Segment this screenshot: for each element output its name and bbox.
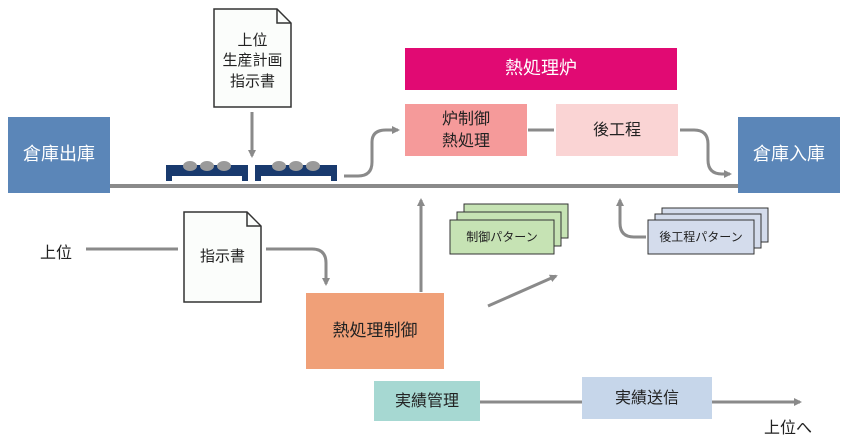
warehouse-out-box: 倉庫出庫 bbox=[8, 117, 110, 193]
post-pattern-label: 後工程パターン bbox=[659, 229, 743, 244]
arrow-control-to-patterns bbox=[487, 274, 558, 308]
post-process-label: 後工程 bbox=[592, 120, 641, 140]
arrow-conveyor-to-furnace bbox=[344, 126, 400, 178]
post-pattern-stack bbox=[647, 207, 769, 255]
doc-upper-plan-line2: 生産計画 bbox=[222, 51, 283, 70]
heat-treat-control-box: 熱処理制御 bbox=[306, 293, 444, 369]
upper-left-label: 上位 bbox=[40, 243, 73, 262]
post-pattern-label-box: 後工程パターン bbox=[648, 220, 754, 254]
results-mgmt-label: 実績管理 bbox=[394, 391, 459, 411]
doc-instruction-text: 指示書 bbox=[184, 246, 261, 266]
warehouse-out-label: 倉庫出庫 bbox=[23, 143, 95, 165]
control-pattern-stack bbox=[449, 203, 569, 255]
arrow-instruction-to-control bbox=[266, 247, 330, 286]
doc-upper-plan-shape bbox=[213, 8, 292, 108]
furnace-control-box: 炉制御 熱処理 bbox=[405, 104, 527, 156]
results-send-box: 実績送信 bbox=[582, 377, 712, 419]
furnace-title-label: 熱処理炉 bbox=[505, 57, 577, 79]
heat-treat-control-label: 熱処理制御 bbox=[332, 320, 418, 341]
control-pattern-label: 制御パターン bbox=[466, 229, 538, 244]
tray-2 bbox=[255, 161, 337, 181]
arrow-postpattern-to-conveyor bbox=[616, 198, 646, 239]
furnace-control-line2: 熱処理 bbox=[441, 131, 490, 150]
doc-upper-plan-text: 上位 生産計画 指示書 bbox=[214, 30, 291, 91]
furnace-title-box: 熱処理炉 bbox=[405, 48, 677, 90]
control-pattern-label-box: 制御パターン bbox=[450, 220, 554, 254]
results-send-label: 実績送信 bbox=[614, 388, 679, 408]
to-upper-label: 上位へ bbox=[764, 418, 813, 437]
doc-upper-plan-line1: 上位 bbox=[237, 31, 268, 49]
tray-1 bbox=[166, 161, 248, 181]
doc-instruction-label: 指示書 bbox=[199, 247, 245, 265]
post-process-box: 後工程 bbox=[556, 104, 678, 156]
doc-upper-plan-line3: 指示書 bbox=[229, 71, 275, 90]
warehouse-in-box: 倉庫入庫 bbox=[738, 117, 840, 193]
furnace-control-line1: 炉制御 bbox=[441, 109, 490, 129]
arrow-post-to-warehouse-in bbox=[680, 128, 732, 178]
doc-instruction-shape bbox=[183, 211, 262, 303]
results-mgmt-box: 実績管理 bbox=[374, 381, 480, 421]
warehouse-in-label: 倉庫入庫 bbox=[753, 143, 825, 165]
